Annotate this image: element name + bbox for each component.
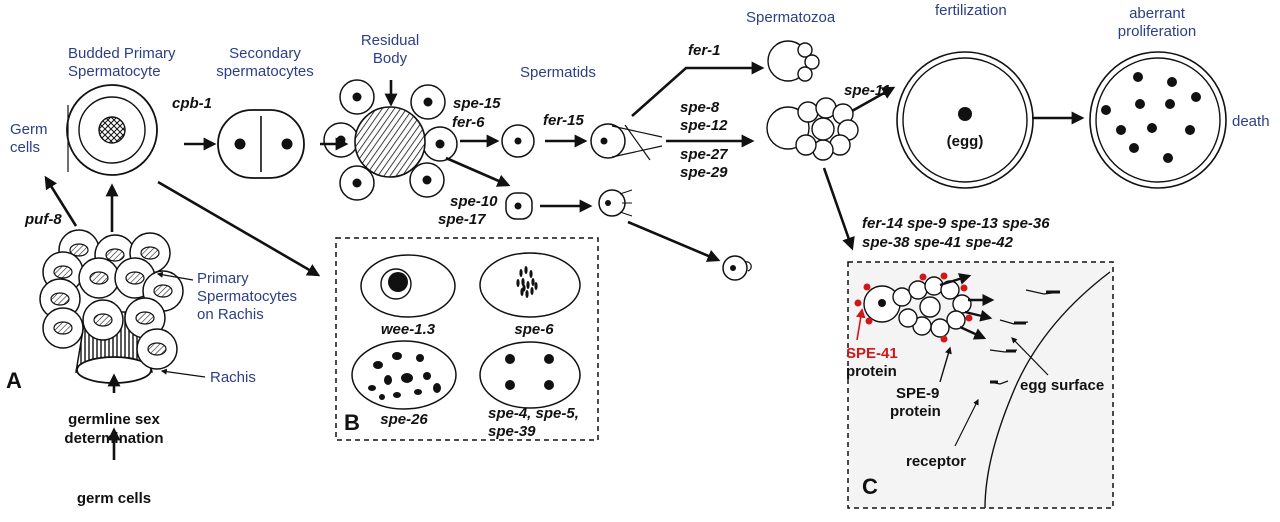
budded-primary-spermatocyte: [66, 84, 158, 176]
label-budded-primary-1: Budded Primary: [68, 45, 176, 62]
aberrant-egg: [1089, 51, 1227, 189]
label-egg-surface: egg surface: [1020, 377, 1104, 394]
label-primary-on-rachis-1: Primary: [197, 270, 249, 287]
gene-spe-27: spe-27: [680, 146, 728, 163]
panel-c: [847, 261, 1114, 509]
gene-spe-8: spe-8: [680, 99, 720, 116]
gene-fer-1: fer-1: [688, 42, 721, 59]
gene-spe-15: spe-15: [453, 95, 501, 112]
label-aberrant-1: aberrant: [1129, 5, 1186, 22]
pointer-lines: [67, 105, 206, 378]
label-germ-cells-2: cells: [10, 139, 40, 156]
label-primary-on-rachis-3: on Rachis: [197, 306, 264, 323]
text-labels: Germ cells Budded Primary Spermatocyte S…: [6, 2, 1270, 507]
arrows: [44, 61, 1085, 460]
gene-spe-10: spe-10: [450, 193, 498, 210]
label-spermatozoa: Spermatozoa: [746, 9, 836, 26]
label-residual-1: Residual: [361, 32, 419, 49]
panel-letter-b: B: [344, 410, 360, 435]
label-primary-on-rachis-2: Spermatocytes: [197, 288, 297, 305]
gene-fer-6: fer-6: [452, 114, 485, 131]
label-rachis: Rachis: [210, 369, 256, 386]
gene-puf-8: puf-8: [24, 211, 62, 228]
panel-b-wee-1-3: wee-1.3: [381, 321, 436, 338]
spermatids: [501, 123, 752, 281]
panel-b-spe-4-line-2: spe-39: [488, 423, 536, 440]
label-germ-cells-1: Germ: [10, 121, 48, 138]
label-germline-1: germline sex: [68, 411, 160, 428]
label-spe9: SPE-9: [896, 385, 939, 402]
label-receptor: receptor: [906, 453, 966, 470]
panel-letter-c: C: [862, 474, 878, 499]
rachis-cluster: [39, 229, 184, 384]
gene-spe-12: spe-12: [680, 117, 728, 134]
gene-spe-11: spe-11: [844, 82, 890, 99]
panel-letter-a: A: [6, 368, 22, 393]
panel-b-spe-6: spe-6: [514, 321, 554, 338]
fertilized-egg: [896, 51, 1034, 189]
label-spe41-protein: protein: [846, 363, 897, 380]
label-fertilization: fertilization: [935, 2, 1007, 19]
label-budded-primary-2: Spermatocyte: [68, 63, 161, 80]
spermatozoa-cells: [766, 40, 859, 161]
panel-b-spe-26: spe-26: [380, 411, 428, 428]
label-germline-2: determination: [64, 430, 163, 447]
label-aberrant-2: proliferation: [1118, 23, 1196, 40]
gene-cpb-1: cpb-1: [172, 95, 212, 112]
label-death: death: [1232, 113, 1270, 130]
panel-b: [335, 237, 599, 441]
genes-c-line-2: spe-38 spe-41 spe-42: [862, 234, 1014, 251]
label-residual-2: Body: [373, 50, 408, 67]
label-spe9-protein: protein: [890, 403, 941, 420]
gene-spe-17: spe-17: [438, 211, 486, 228]
gene-fer-15: fer-15: [543, 112, 585, 129]
panel-b-spe-4-line-1: spe-4, spe-5,: [488, 405, 579, 422]
label-spermatids: Spermatids: [520, 64, 596, 81]
label-germ-cells-bottom: germ cells: [77, 490, 151, 507]
secondary-spermatocytes: [217, 109, 305, 179]
gene-spe-29: spe-29: [680, 164, 728, 181]
genes-c-line-1: fer-14 spe-9 spe-13 spe-36: [862, 215, 1050, 232]
label-egg: (egg): [947, 133, 984, 150]
label-secondary-1: Secondary: [229, 45, 301, 62]
label-secondary-2: spermatocytes: [216, 63, 314, 80]
label-spe41: SPE-41: [846, 345, 898, 362]
